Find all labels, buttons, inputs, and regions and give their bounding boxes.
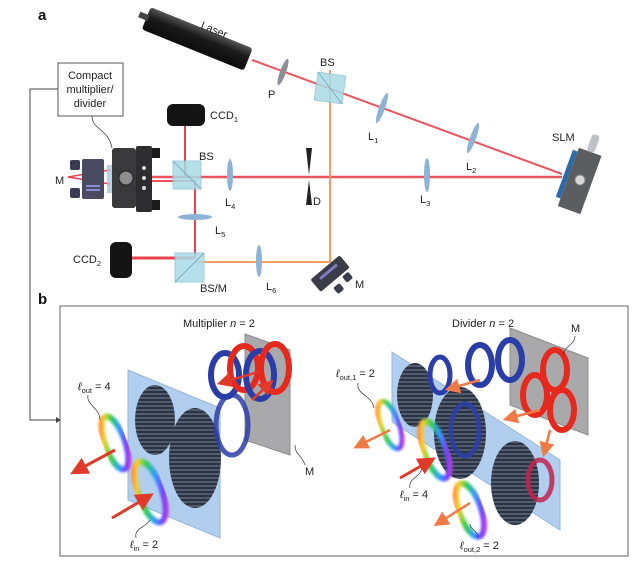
callout-line-3: divider <box>74 98 107 110</box>
lens-3-label: L3 <box>420 194 430 208</box>
diaphragm <box>306 148 312 205</box>
panel-b-frame <box>59 305 629 557</box>
multiplier-l-out-leader <box>87 394 101 421</box>
beam-splitter-mirror-label: BS/M <box>200 283 227 295</box>
multiplier-beam-out-ring <box>98 413 132 473</box>
diaphragm-label: D <box>313 196 321 208</box>
divider-arrow-1 <box>444 378 481 394</box>
beam-splitter-top-label: BS <box>320 57 335 69</box>
lens-6-label: L6 <box>266 281 276 295</box>
multiplier-arrow-in <box>111 493 154 520</box>
beam-reference-orange <box>195 70 331 263</box>
divider-l-in-leader <box>409 467 423 489</box>
divider-l-out2-leader <box>469 523 479 539</box>
lens-3 <box>424 158 430 192</box>
divider-ring-red-4 <box>525 457 555 503</box>
mirror-bottom-label: M <box>355 279 364 291</box>
multiplier-diagram: Multiplier n = 2 ℓout = 4 ℓin = 2 M <box>70 318 314 553</box>
multiplier-arrow-inner <box>251 379 274 401</box>
callout-box: Compact multiplier/ divider <box>57 62 124 149</box>
divider-arrow-out1 <box>353 428 391 449</box>
ccd-2 <box>110 242 132 278</box>
polarizer <box>277 58 289 86</box>
lens-1-label: L1 <box>368 131 378 145</box>
lens-5-label: L5 <box>215 225 225 239</box>
panel-b-label: b <box>38 291 47 308</box>
mirror-bottom <box>311 256 353 294</box>
divider-phase-pattern-3 <box>491 441 539 525</box>
slm-label: SLM <box>552 132 575 144</box>
divider-mirror-leader <box>562 335 576 356</box>
mirror-left-label: M <box>55 175 64 187</box>
slm <box>555 134 602 215</box>
divider-mirror-label: M <box>571 323 580 335</box>
beam-splitter-mid-label: BS <box>199 151 214 163</box>
divider-ring-blue-4 <box>448 401 482 459</box>
beam-splitter-mid <box>172 160 202 190</box>
divider-ring-blue-1 <box>427 354 453 396</box>
multiplier-l-in-label: ℓin = 2 <box>129 539 158 553</box>
callout-connector <box>29 88 60 421</box>
lens-2 <box>466 122 480 154</box>
laser <box>138 8 252 70</box>
multiplier-ring-blue-1 <box>208 350 242 400</box>
divider-beam-out1-ring <box>375 398 405 452</box>
multiplier-arrow-back <box>216 370 259 388</box>
lens-6 <box>256 245 262 277</box>
divider-l-out1-label: ℓout,1 = 2 <box>335 368 375 382</box>
panel-a-label: a <box>38 7 47 24</box>
beam-splitter-top <box>313 71 347 105</box>
divider-arrow-2 <box>502 408 541 424</box>
multiplier-ring-red-2 <box>258 341 292 395</box>
multiplier-l-out-label: ℓout = 4 <box>77 381 111 395</box>
callout-line-2: multiplier/ <box>66 84 114 96</box>
multiplier-arrow-out <box>70 448 116 475</box>
beam-splitter-mirror <box>174 252 205 283</box>
divider-ring-blue-3 <box>495 337 525 383</box>
callout-line-1: Compact <box>68 70 112 82</box>
ccd-2-label: CCD2 <box>73 254 101 268</box>
multiplier-title: Multiplier n = 2 <box>183 318 255 330</box>
divider-phase-pattern-1 <box>397 363 433 427</box>
lens-4 <box>227 159 233 191</box>
divider-l-out1-leader <box>357 382 375 409</box>
lens-5 <box>178 214 212 220</box>
polarizer-label: P <box>268 89 275 101</box>
divider-ring-red-3 <box>547 387 577 433</box>
multiplier-mirror-leader <box>294 444 306 466</box>
divider-ring-blue-2 <box>465 342 495 388</box>
multiplier-ring-blue-3 <box>213 392 251 458</box>
divider-l-in-label: ℓin = 4 <box>399 489 428 503</box>
divider-beam-in-ring <box>417 418 453 482</box>
divider-beam-out2-ring <box>452 480 488 540</box>
divider-arrow-out2 <box>433 501 471 527</box>
connector-arrowhead <box>56 417 61 423</box>
divider-arrow-3 <box>539 429 555 458</box>
divider-diagram: Divider n = 2 ℓout,1 = 2 ℓin = 4 ℓout,2 … <box>335 318 589 554</box>
divider-arrow-in <box>399 457 436 480</box>
multiplier-phase-pattern-2 <box>169 408 221 508</box>
multiplier-l-in-leader <box>135 519 151 539</box>
compact-module <box>107 146 160 212</box>
divider-ring-red-1 <box>520 372 550 418</box>
lens-2-label: L2 <box>466 161 476 175</box>
ccd-1 <box>167 104 205 126</box>
divider-title: Divider n = 2 <box>452 318 514 330</box>
lens-1 <box>375 92 389 124</box>
multiplier-phase-pattern-1 <box>135 385 175 455</box>
ccd-1-label: CCD1 <box>210 110 238 124</box>
mirror-left <box>70 159 104 199</box>
lens-4-label: L4 <box>225 197 235 211</box>
divider-l-out2-label: ℓout,2 = 2 <box>459 540 499 554</box>
beam-laser-to-slm <box>251 59 563 175</box>
multiplier-mirror-label: M <box>305 466 314 478</box>
